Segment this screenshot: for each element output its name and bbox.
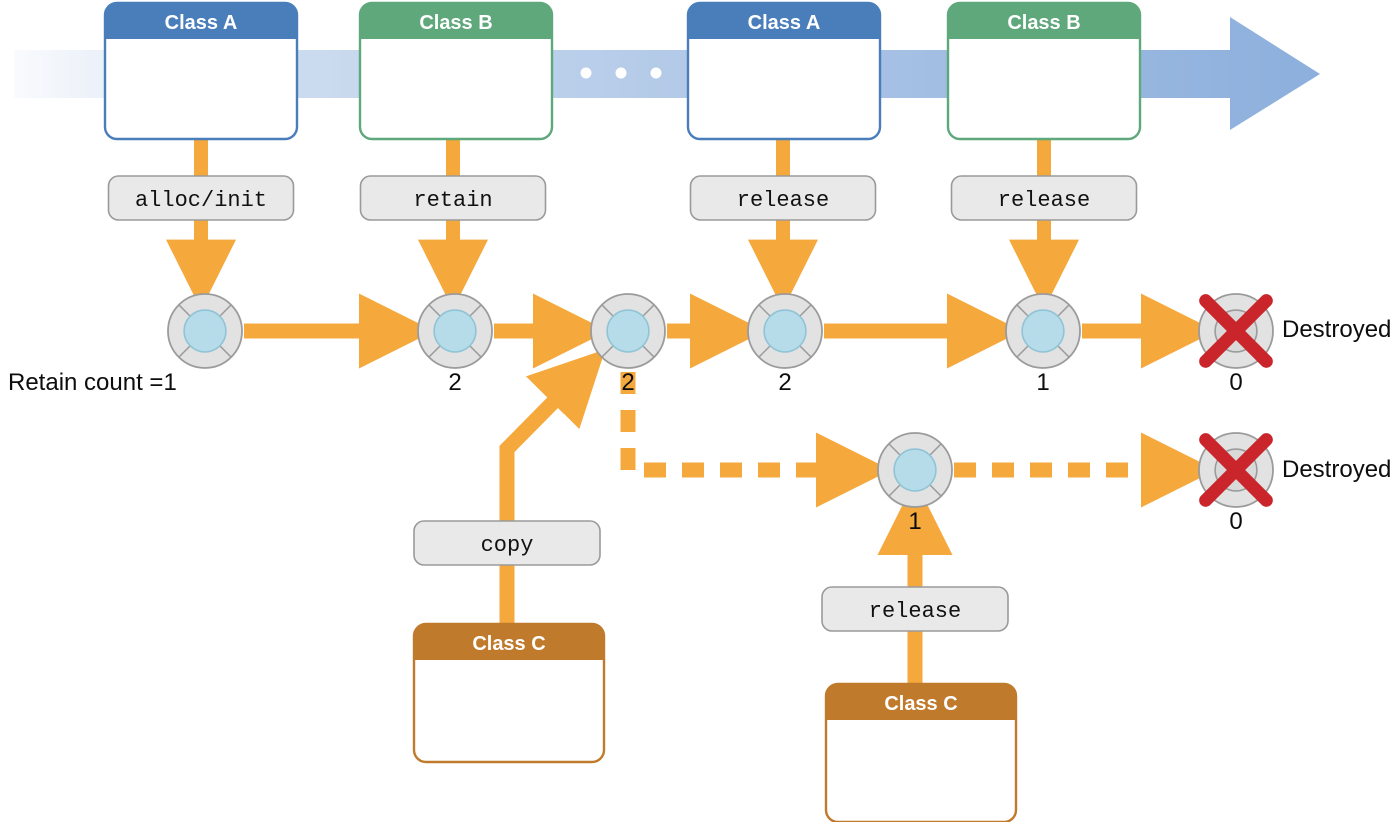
class-box-title: Class C	[884, 693, 957, 715]
class-box-title: Class C	[472, 633, 545, 655]
ring-spoke	[799, 304, 812, 317]
ring-spoke	[642, 345, 655, 358]
op-box-frame	[689, 175, 877, 221]
ring-spoke	[1016, 345, 1029, 358]
ring-spoke	[758, 304, 771, 317]
copy-branch-arrow	[499, 349, 606, 624]
ring-spoke	[1016, 304, 1029, 317]
op-box-frame	[413, 520, 601, 566]
ring-spoke	[428, 304, 441, 317]
op-box-frame	[950, 175, 1138, 221]
class-box-title: Class B	[1007, 12, 1080, 34]
op-box-label: copy	[481, 533, 534, 558]
timeline-ellipsis	[580, 67, 662, 79]
retain-count-value: 2	[621, 369, 634, 396]
retain-node-node-8[interactable]: 0	[1198, 432, 1274, 535]
ring-spoke	[888, 484, 901, 497]
class-box-class-a-2[interactable]: Class A	[686, 1, 882, 141]
op-box-label: release	[869, 599, 961, 624]
class-box-class-c-copy[interactable]: Class C	[412, 622, 606, 764]
op-box-label: release	[737, 188, 829, 213]
class-box-header	[826, 684, 1016, 720]
op-box-op-release-a[interactable]: release	[689, 175, 877, 221]
retain-node-node-7[interactable]: 1	[877, 432, 953, 535]
op-box-label: alloc/init	[135, 188, 267, 213]
destroyed-x-icon	[1199, 294, 1273, 368]
retain-count-lead-label: Retain count =1	[8, 369, 177, 396]
ring-spoke	[929, 484, 942, 497]
class-box-class-c-release[interactable]: Class C	[824, 682, 1018, 822]
destroyed-x-icon	[1199, 433, 1273, 507]
ring-core	[606, 309, 650, 353]
ring-spoke	[1057, 345, 1070, 358]
retain-count-value: 2	[778, 369, 791, 396]
ring-core	[183, 309, 227, 353]
ring-spoke	[469, 345, 482, 358]
timeline-arrow	[14, 17, 1320, 130]
copy-object-dashed-path	[620, 372, 1217, 508]
ring-core	[433, 309, 477, 353]
retain-count-value: 0	[1229, 369, 1242, 396]
ring-spoke	[178, 345, 191, 358]
ring-core	[1021, 309, 1065, 353]
ring-spoke	[799, 345, 812, 358]
ring-spoke	[219, 345, 232, 358]
ring-spoke	[929, 443, 942, 456]
op-box-label: release	[998, 188, 1090, 213]
ring-spoke	[601, 345, 614, 358]
connector-lines	[166, 139, 1079, 310]
ring-spoke	[758, 345, 771, 358]
ring-core	[893, 448, 937, 492]
ring-spoke	[178, 304, 191, 317]
ring-core	[763, 309, 807, 353]
class-box-header	[360, 3, 552, 39]
class-box-title: Class A	[748, 12, 821, 34]
retain-count-value: 1	[908, 508, 921, 535]
class-box-title: Class A	[165, 12, 238, 34]
destroyed-label-main: Destroyed	[1282, 316, 1391, 343]
retain-count-value: 1	[1036, 369, 1049, 396]
class-box-header	[948, 3, 1140, 39]
ring-spoke	[642, 304, 655, 317]
op-box-op-release-c[interactable]: release	[821, 586, 1009, 632]
ring-spoke	[469, 304, 482, 317]
class-box-class-b-1[interactable]: Class B	[358, 1, 554, 141]
ring-spoke	[1057, 304, 1070, 317]
op-box-op-retain[interactable]: retain	[359, 175, 547, 221]
retain-node-node-5[interactable]: 1	[1005, 293, 1081, 396]
ring-spoke	[888, 443, 901, 456]
ring-spoke	[428, 345, 441, 358]
ring-spoke	[601, 304, 614, 317]
ring-spoke	[219, 304, 232, 317]
op-box-op-alloc-init[interactable]: alloc/init	[107, 175, 295, 221]
retain-node-node-1[interactable]	[167, 293, 243, 369]
retain-node-node-4[interactable]: 2	[747, 293, 823, 396]
class-box-header	[414, 624, 604, 660]
class-box-class-a-1[interactable]: Class A	[103, 1, 299, 141]
op-box-frame	[359, 175, 547, 221]
class-box-title: Class B	[419, 12, 492, 34]
retain-count-value: 2	[448, 369, 461, 396]
retain-node-node-3[interactable]: 2	[590, 293, 666, 396]
retain-node-node-2[interactable]: 2	[417, 293, 493, 396]
op-box-label: retain	[413, 188, 492, 213]
retain-count-value: 0	[1229, 508, 1242, 535]
destroyed-label-copy: Destroyed	[1282, 456, 1391, 483]
retain-node-node-6[interactable]: 0	[1198, 293, 1274, 396]
op-box-frame	[107, 175, 295, 221]
class-box-class-b-2[interactable]: Class B	[946, 1, 1142, 141]
class-box-header	[105, 3, 297, 39]
op-box-op-copy[interactable]: copy	[413, 520, 601, 566]
op-box-op-release-b[interactable]: release	[950, 175, 1138, 221]
op-box-frame	[821, 586, 1009, 632]
class-box-header	[688, 3, 880, 39]
